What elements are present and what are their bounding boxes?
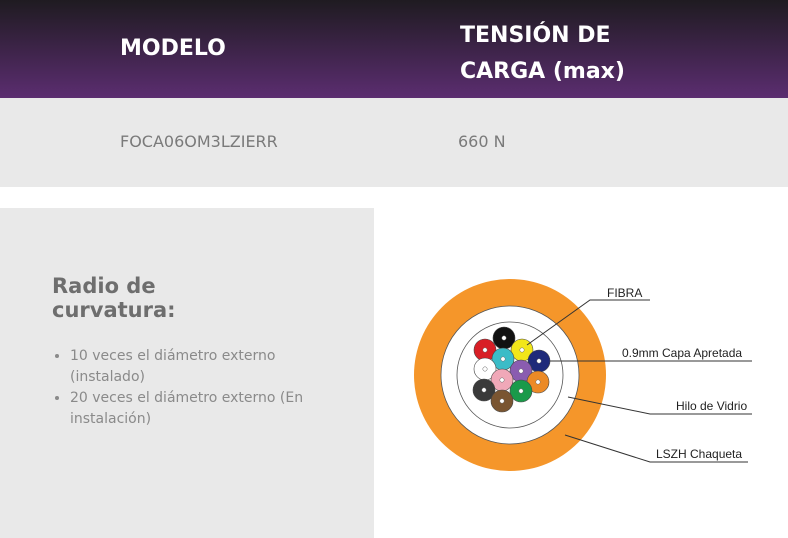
bend-radius-list: 10 veces el diámetro externo (instalado)…: [52, 346, 350, 430]
fiber-group: [472, 326, 551, 413]
table-row: FOCA06OM3LZIERR 660 N: [0, 98, 788, 187]
fiber-core: [499, 398, 505, 404]
fiber-core: [499, 377, 505, 383]
header-tension-line2: CARGA (max): [460, 59, 625, 84]
fiber-core: [500, 356, 506, 362]
fiber-core: [482, 347, 488, 353]
label-yarn: Hilo de Vidrio: [676, 399, 747, 413]
fiber-core: [501, 335, 507, 341]
header-tension-line1: TENSIÓN DE: [460, 23, 611, 48]
fiber-core: [481, 387, 487, 393]
label-fibra: FIBRA: [607, 286, 642, 300]
fiber-core: [482, 366, 488, 372]
fiber-core: [518, 368, 524, 374]
list-item: 20 veces el diámetro externo (En instala…: [70, 388, 350, 430]
fiber-core: [535, 379, 541, 385]
list-item: 10 veces el diámetro externo (instalado): [70, 346, 350, 388]
bend-radius-title: Radio de curvatura:: [52, 274, 176, 322]
fiber-core: [536, 358, 542, 364]
leader-lines: [526, 299, 752, 463]
label-buffer: 0.9mm Capa Apretada: [622, 346, 742, 360]
fiber-core: [519, 347, 525, 353]
header-modelo: MODELO: [120, 36, 226, 61]
label-jacket: LSZH Chaqueta: [656, 447, 742, 461]
cell-tension: 660 N: [458, 132, 506, 151]
bend-radius-panel: Radio de curvatura: 10 veces el diámetro…: [0, 208, 374, 538]
table-header: MODELO TENSIÓN DE CARGA (max): [0, 0, 788, 98]
fiber-core: [518, 388, 524, 394]
cell-model: FOCA06OM3LZIERR: [120, 132, 278, 151]
